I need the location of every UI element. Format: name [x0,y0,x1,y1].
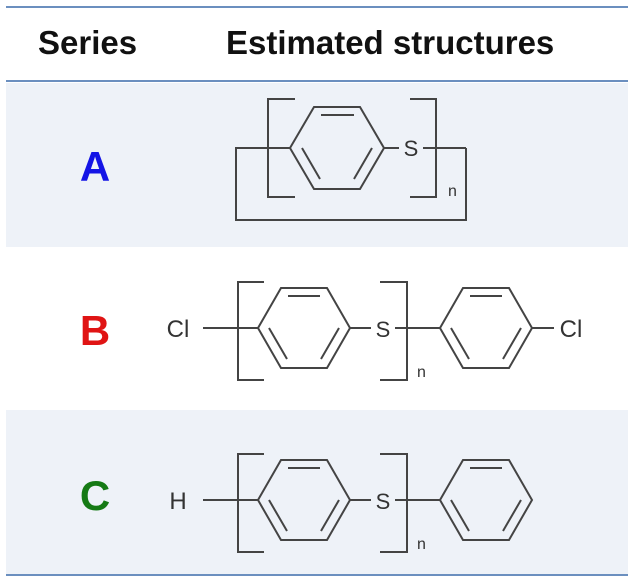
benzene-ring-2 [438,287,534,369]
bracket-left [237,453,264,553]
inner-bond-2b [450,327,470,360]
structure-b-chloro-terminated: Cl S n Cl [167,281,583,381]
inner-bond-1c [320,499,340,532]
table-bottom-rule [6,574,628,576]
repeat-subscript: n [448,183,457,200]
inner-bond-2c [502,499,522,532]
bracket-right [380,453,408,553]
table-row-c: C H S n [6,410,628,574]
sulfur-label: S [404,136,419,161]
inner-bond-1b [268,499,288,532]
table-row-b: B Cl S n Cl [6,247,628,410]
hydrogen-label: H [169,488,186,515]
header-rule [6,80,628,82]
structures-column-header: Estimated structures [226,24,555,61]
repeat-subscript: n [417,536,426,553]
structure-a-cyclic-polyphenylene-sulfide: S n [235,98,467,221]
sulfur-label: S [376,317,391,342]
sulfur-label: S [376,489,391,514]
table-top-rule [6,6,628,8]
inner-bond-3 [353,147,373,180]
bracket-left [237,281,264,381]
benzene-ring-1 [256,287,352,369]
structure-c-hydrogen-phenyl-terminated: H S n [169,453,534,553]
right-chlorine-label: Cl [560,316,583,343]
repeat-subscript: n [417,364,426,381]
table-row-a: A S n [6,83,628,247]
series-column-header: Series [38,24,138,61]
cyclic-loop [235,147,467,221]
series-letter-a: A [79,143,111,190]
benzene-ring-2 [438,459,534,541]
bracket-right [380,281,408,381]
inner-bond-1b [268,327,288,360]
inner-bond-2c [502,327,522,360]
benzene-ring [288,106,386,190]
left-chlorine-label: Cl [167,316,190,343]
series-letter-b: B [79,307,111,354]
inner-bond-1c [320,327,340,360]
series-letter-c: C [79,472,111,519]
inner-bond-2 [301,147,321,180]
benzene-ring-1 [256,459,352,541]
inner-bond-2b [450,499,470,532]
